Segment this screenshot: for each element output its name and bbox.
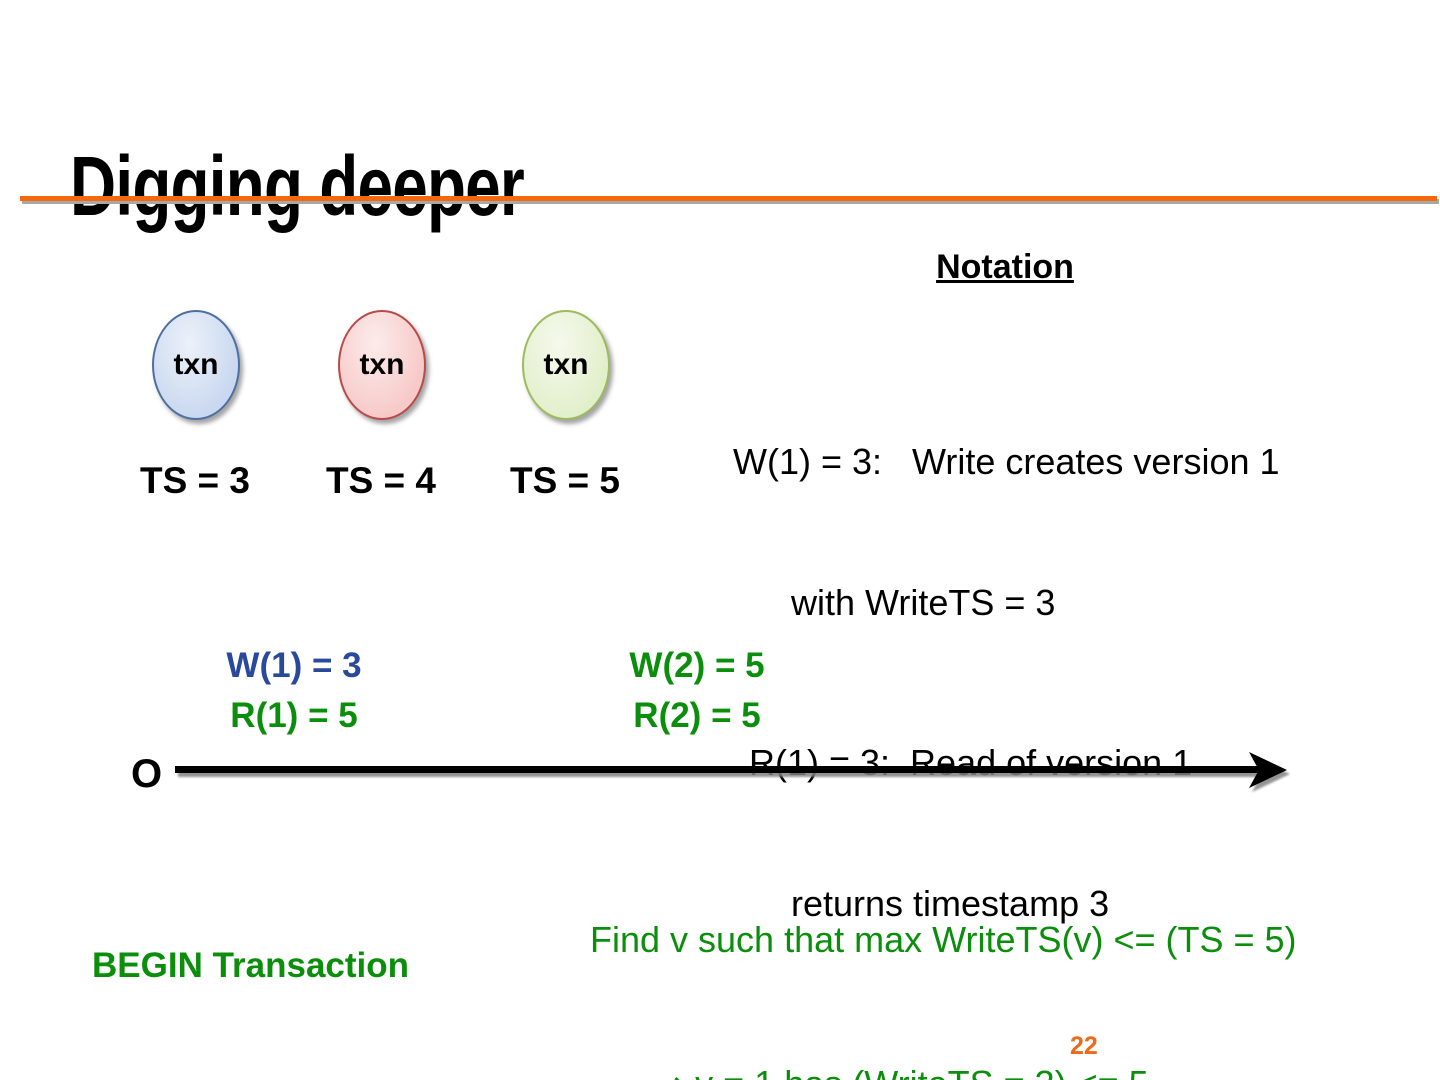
title-divider bbox=[20, 196, 1437, 201]
txn-ellipse-green: txn bbox=[522, 310, 610, 420]
txn-label: txn bbox=[173, 348, 219, 381]
transaction-code-block: BEGIN Transaction tmp = READ(O) WRITE (O… bbox=[92, 846, 483, 1080]
notation-line: W(1) = 3: Write creates version 1 bbox=[733, 441, 1280, 482]
timeline-events-1: W(1) = 3 R(1) = 5 bbox=[226, 641, 361, 741]
timestamp-label-3: TS = 5 bbox=[509, 460, 621, 501]
write-event-label: W(2) = 5 bbox=[629, 646, 765, 685]
page-number: 22 bbox=[1070, 1032, 1098, 1060]
notation-line: with WriteTS = 3 bbox=[791, 582, 1056, 623]
txn-ellipse-blue: txn bbox=[152, 310, 240, 420]
notation-line: returns timestamp 3 bbox=[791, 883, 1110, 924]
txn-ellipse-red: txn bbox=[338, 310, 426, 420]
timestamp-label-2: TS = 4 bbox=[325, 460, 437, 501]
read-event-label: R(1) = 5 bbox=[230, 696, 358, 735]
page-title: Digging deeper bbox=[70, 139, 525, 234]
timeline-events-2: W(2) = 5 R(2) = 5 bbox=[629, 641, 764, 741]
code-line: BEGIN Transaction bbox=[92, 946, 410, 985]
explanation-line: Find v such that max WriteTS(v) <= (TS =… bbox=[590, 919, 1297, 960]
object-label: O bbox=[131, 752, 163, 796]
notation-heading: Notation bbox=[936, 248, 1074, 286]
read-event-label: R(2) = 5 bbox=[633, 696, 761, 735]
timestamp-label-1: TS = 3 bbox=[139, 460, 251, 501]
txn-label: txn bbox=[359, 348, 405, 381]
explanation-line: ⇒ v = 1 has (WriteTS = 3) <= 5 bbox=[655, 1060, 1297, 1080]
write-event-label: W(1) = 3 bbox=[226, 646, 362, 685]
timeline-shaft bbox=[175, 766, 1259, 773]
algorithm-explanation-block: Find v such that max WriteTS(v) <= (TS =… bbox=[590, 820, 1297, 1080]
notation-block: W(1) = 3: Write creates version 1 with W… bbox=[733, 344, 1280, 1021]
timeline-arrow bbox=[175, 752, 1287, 788]
notation-line: R(1) = 3: Read of version 1 bbox=[749, 742, 1193, 783]
txn-label: txn bbox=[543, 348, 589, 381]
